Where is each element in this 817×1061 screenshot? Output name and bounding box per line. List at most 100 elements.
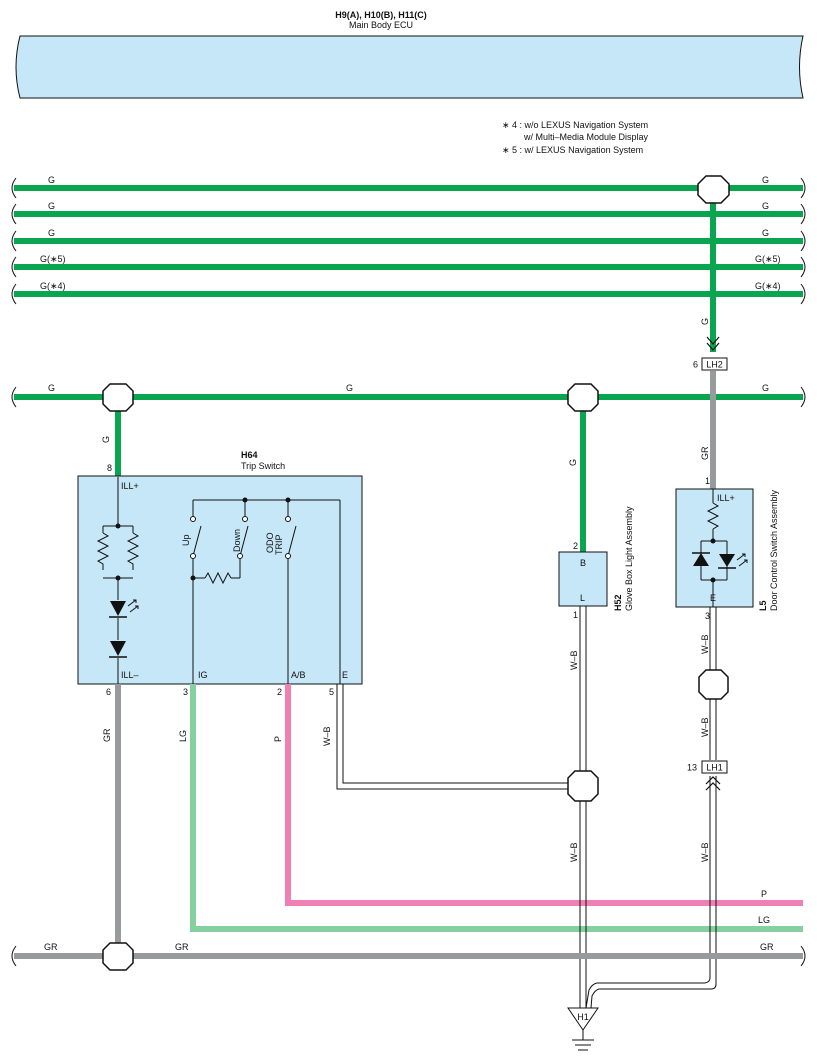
ecu-body — [15, 35, 804, 99]
trip-label-ill-minus: ILL– — [121, 670, 139, 680]
bus-label-g5-l: G(∗5) — [40, 254, 66, 264]
trip-internal-circuit — [96, 477, 341, 684]
door-led — [718, 553, 748, 569]
glove-label-l: L — [580, 593, 585, 603]
bus-label-g4-r: G(∗4) — [755, 281, 781, 291]
trip-pin-ill-minus: 6 — [106, 687, 111, 697]
ecu-name: Main Body ECU — [349, 20, 413, 30]
bus-label-g5-r: G(∗5) — [755, 254, 781, 264]
trip-pin-e: 5 — [329, 687, 334, 697]
bus-label-gr-c: GR — [175, 942, 189, 952]
wire-label-wb-door1: W–B — [700, 634, 710, 654]
wire-wb-door — [585, 607, 717, 1009]
glove-label-b: B — [580, 558, 586, 568]
trip-sw-down: Down — [232, 529, 242, 552]
trip-junction-dots — [115, 497, 291, 581]
bus-gr-break-right — [800, 945, 806, 967]
wire-label-wb-door3: W–B — [700, 842, 710, 862]
trip-label-e: E — [342, 670, 348, 680]
wire-label-p-right: P — [761, 889, 767, 899]
bus-label-g-1r: G — [762, 175, 769, 185]
bus-label-g-mid-r: G — [762, 383, 769, 393]
trip-pin-ill-plus: 8 — [107, 463, 112, 473]
glove-pin-b: 2 — [573, 541, 578, 551]
wire-p-ab — [285, 684, 803, 906]
door-code: L5 — [758, 600, 768, 611]
door-diode — [692, 552, 710, 566]
bus-g-mid-break-right — [800, 386, 806, 408]
trip-led — [109, 599, 139, 618]
splice-wb — [567, 770, 599, 802]
ground-connector — [567, 1007, 599, 1031]
glove-code: H52 — [613, 594, 623, 611]
wire-label-wb-glove2: W–B — [569, 842, 579, 862]
connector-lh2 — [701, 357, 728, 371]
wire-label-wb-door2: W–B — [700, 717, 710, 737]
wire-wb-e — [336, 684, 575, 790]
bus-label-gr-r: GR — [760, 942, 774, 952]
glove-pin-l: 1 — [573, 610, 578, 620]
trip-diode — [109, 641, 127, 658]
trip-sw-up: Up — [181, 534, 191, 546]
wire-label-wb-glove1: W–B — [569, 650, 579, 670]
splice-bottom — [102, 942, 134, 971]
trip-sw-odo: ODO — [265, 532, 275, 553]
bus-label-gr-l: GR — [44, 942, 58, 952]
wire-wb-glove — [579, 606, 587, 1008]
door-name: Door Control Switch Assembly — [769, 489, 779, 611]
bus-label-g-1l: G — [48, 175, 55, 185]
wire-label-g-glove: G — [568, 459, 578, 466]
door-junction-dots — [710, 538, 716, 583]
bus-gr-break-left — [11, 945, 17, 967]
wire-label-gr-ill: GR — [102, 728, 112, 742]
lh1-arrow-mark — [705, 776, 721, 791]
bus-label-g-mid-l: G — [48, 383, 55, 393]
wire-label-g-trip: G — [101, 436, 111, 443]
connector-lh1-pin: 13 — [687, 763, 697, 773]
wire-label-p-ab: P — [273, 736, 283, 742]
ecu-code: H9(A), H10(B), H11(C) — [335, 10, 427, 20]
bus-label-g-2r: G — [762, 201, 769, 211]
splice-mid-left — [102, 383, 134, 412]
glove-box-body — [558, 551, 608, 607]
door-label-ill: ILL+ — [717, 493, 735, 503]
trip-switch-name: Trip Switch — [241, 461, 285, 471]
door-switch-box — [675, 488, 754, 608]
ground-symbol — [572, 1030, 594, 1051]
glove-name: Glove Box Light Assembly — [624, 506, 634, 611]
top-bus-break-marks — [11, 177, 806, 305]
wire-label-lg-ig: LG — [178, 730, 188, 742]
trip-switch-contacts — [190, 516, 291, 559]
trip-switch-code: H64 — [241, 450, 258, 460]
bus-label-g4-l: G(∗4) — [40, 281, 66, 291]
bus-label-g-3r: G — [762, 228, 769, 238]
bus-label-g-3l: G — [48, 228, 55, 238]
trip-sw-trip: TRIP — [274, 534, 284, 555]
splice-top — [697, 175, 730, 204]
connector-lh2-pin: 6 — [693, 360, 698, 370]
wire-label-gr-door: GR — [700, 446, 710, 460]
connector-lh1-label: LH1 — [706, 763, 723, 773]
note-4-line2: w/ Multi–Media Module Display — [523, 132, 649, 142]
top-bus-lines — [14, 185, 803, 297]
trip-pin-ab: 2 — [277, 687, 282, 697]
wire-label-lg-right: LG — [758, 915, 770, 925]
door-label-e: E — [710, 593, 716, 603]
trip-label-ab: A/B — [291, 670, 306, 680]
wire-lg-ig — [190, 684, 803, 932]
door-pin-e: 3 — [705, 611, 710, 621]
trip-pin-ig: 3 — [183, 687, 188, 697]
note-5: ∗ 5 : w/ LEXUS Navigation System — [502, 145, 643, 155]
lh2-arrow-mark — [706, 336, 720, 351]
door-pin-ill: 1 — [705, 476, 710, 486]
bus-label-g-mid-c: G — [346, 383, 353, 393]
splice-mid-right — [567, 383, 599, 412]
wire-label-wb-e: W–B — [322, 726, 332, 746]
bus-g-mid-break-left — [11, 386, 17, 408]
note-4-line1: ∗ 4 : w/o LEXUS Navigation System — [502, 120, 648, 130]
splice-door — [698, 669, 729, 700]
wire-label-g-lh2: G — [700, 318, 710, 325]
connector-lh1 — [701, 760, 728, 774]
bus-label-g-2l: G — [48, 201, 55, 211]
